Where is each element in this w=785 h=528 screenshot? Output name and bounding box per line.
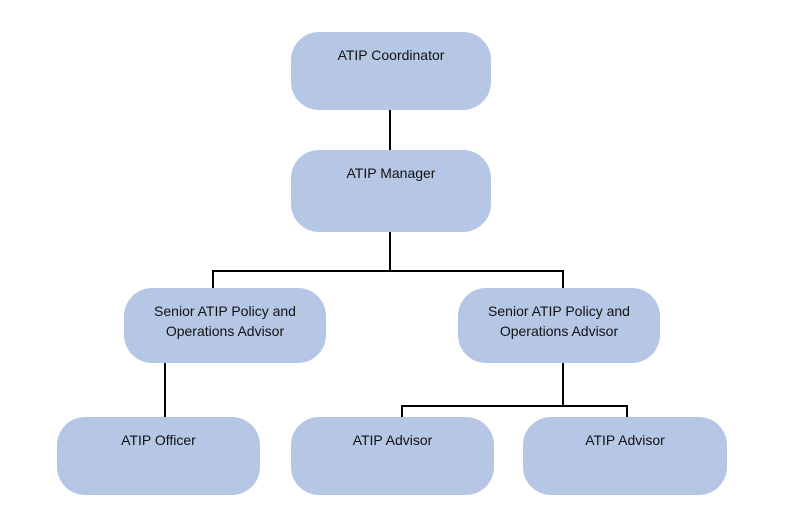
org-node-label: Senior ATIP Policy and Operations Adviso… [154, 303, 296, 339]
connector-drop-senior-advisor-right [562, 270, 564, 288]
org-node-label: ATIP Manager [346, 165, 436, 181]
connector-coordinator-to-manager [389, 110, 391, 150]
org-node-atip-officer: ATIP Officer [57, 417, 260, 495]
connector-manager-stem [389, 232, 391, 272]
org-node-senior-atip-policy-and-operations-advisor-left: Senior ATIP Policy and Operations Adviso… [124, 288, 326, 363]
org-node-atip-coordinator: ATIP Coordinator [291, 32, 491, 110]
org-node-senior-atip-policy-and-operations-advisor-right: Senior ATIP Policy and Operations Adviso… [458, 288, 660, 363]
org-node-atip-advisor-2: ATIP Advisor [523, 417, 727, 495]
org-node-atip-manager: ATIP Manager [291, 150, 491, 232]
org-node-label: ATIP Advisor [585, 432, 665, 448]
org-node-atip-advisor-1: ATIP Advisor [291, 417, 494, 495]
org-node-label: ATIP Advisor [352, 432, 433, 448]
org-node-label: ATIP Officer [121, 432, 196, 448]
connector-senior-left-to-officer [164, 363, 166, 417]
connector-drop-advisor-1 [401, 405, 403, 417]
connector-senior-right-children-horizontal [401, 405, 628, 407]
connector-drop-senior-advisor-left [212, 270, 214, 288]
org-node-label: ATIP Coordinator [337, 47, 445, 63]
connector-senior-right-stem [562, 363, 564, 407]
connector-drop-advisor-2 [626, 405, 628, 417]
org-node-label: Senior ATIP Policy and Operations Adviso… [488, 303, 630, 339]
connector-manager-children-horizontal [212, 270, 564, 272]
